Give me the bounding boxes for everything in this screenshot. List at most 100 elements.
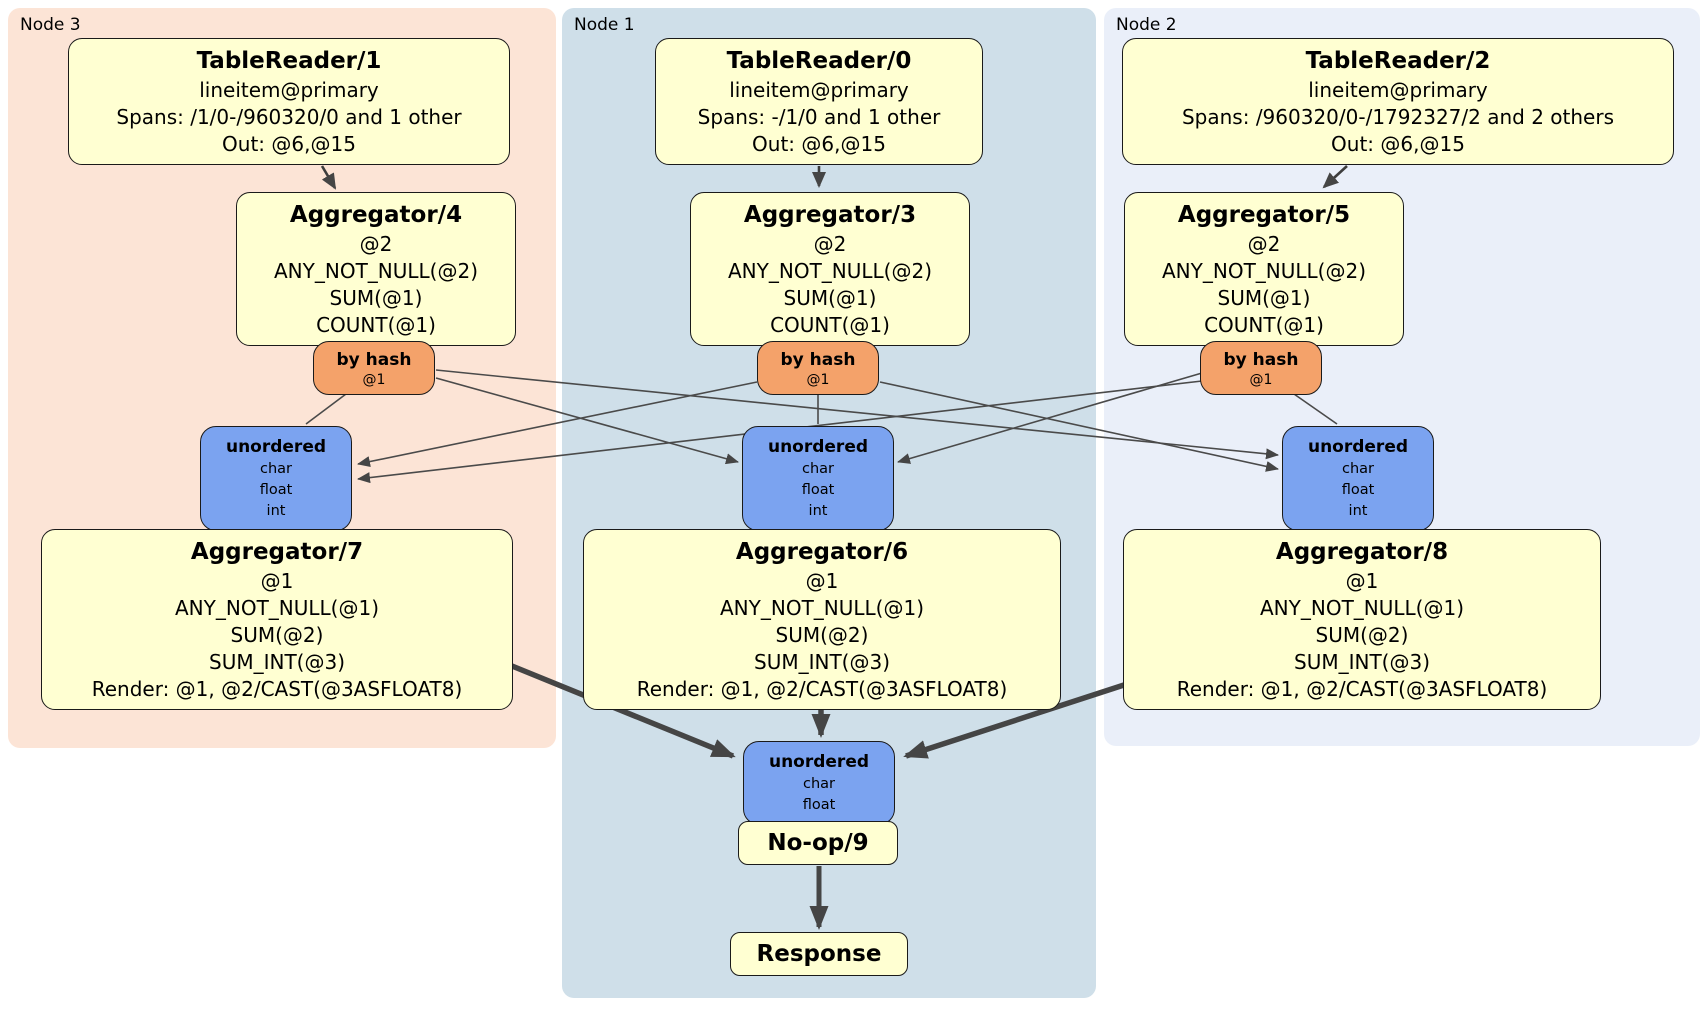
box-line: COUNT(@1) (770, 313, 890, 337)
box-title: Aggregator/8 (1275, 539, 1449, 565)
box-title: Aggregator/4 (289, 202, 463, 228)
box-line: lineitem@primary (729, 78, 909, 102)
router-title: by hash (336, 350, 412, 370)
edge-agg8-unordered-final (903, 681, 1128, 759)
sync-item: char (801, 461, 834, 477)
box-title: Aggregator/7 (190, 539, 364, 565)
router-title: by hash (780, 350, 856, 370)
noop-box: No-op/9 (738, 821, 898, 865)
box-line: SUM(@2) (775, 623, 869, 647)
aggregator-7-box: Aggregator/7 @1 ANY_NOT_NULL(@1) SUM(@2)… (41, 529, 513, 710)
edge-byhash1-unordered2 (879, 381, 1279, 472)
box-line: Spans: /1/0-/960320/0 and 1 other (116, 105, 462, 129)
sync-item: int (808, 503, 828, 519)
sync-title: unordered (768, 752, 870, 772)
sync-item: float (801, 482, 835, 498)
sync-item: float (802, 797, 836, 813)
box-line: SUM(@1) (1217, 286, 1311, 310)
sync-title: unordered (225, 437, 327, 457)
box-line: SUM_INT(@3) (209, 650, 345, 674)
box-line: SUM(@1) (329, 286, 423, 310)
edge-byhash3-unordered1 (435, 377, 739, 465)
box-line: ANY_NOT_NULL(@2) (728, 259, 932, 283)
byhash-router-node2: by hash @1 (1200, 341, 1322, 395)
box-title: Aggregator/6 (735, 539, 909, 565)
edge-byhash3-unordered3 (305, 393, 347, 425)
box-title: TableReader/0 (726, 48, 912, 74)
box-line: ANY_NOT_NULL(@2) (274, 259, 478, 283)
box-line: @2 (813, 232, 847, 256)
box-title: Aggregator/3 (743, 202, 917, 228)
tablereader-0-box: TableReader/0 lineitem@primary Spans: -/… (655, 38, 983, 165)
node1-label: Node 1 (574, 15, 635, 35)
sync-title: unordered (1307, 437, 1409, 457)
box-line: COUNT(@1) (316, 313, 436, 337)
box-line: Out: @6,@15 (222, 132, 356, 156)
box-line: @1 (805, 569, 839, 593)
byhash-router-node3: by hash @1 (313, 341, 435, 395)
sync-item: char (259, 461, 292, 477)
box-line: ANY_NOT_NULL(@1) (1260, 596, 1464, 620)
aggregator-8-box: Aggregator/8 @1 ANY_NOT_NULL(@1) SUM(@2)… (1123, 529, 1601, 710)
unordered-sync-node3: unordered char float int (200, 426, 352, 531)
unordered-sync-final: unordered char float (743, 741, 895, 825)
unordered-sync-node1: unordered char float int (742, 426, 894, 531)
edge-byhash1-unordered3 (357, 381, 758, 467)
tablereader-1-box: TableReader/1 lineitem@primary Spans: /1… (68, 38, 510, 165)
box-line: @2 (359, 232, 393, 256)
box-line: SUM_INT(@3) (1294, 650, 1430, 674)
node2-label: Node 2 (1116, 15, 1177, 35)
aggregator-3-box: Aggregator/3 @2 ANY_NOT_NULL(@2) SUM(@1)… (690, 192, 970, 346)
box-line: @2 (1247, 232, 1281, 256)
box-title: No-op/9 (767, 830, 869, 856)
sync-item: char (1341, 461, 1374, 477)
box-line: lineitem@primary (199, 78, 379, 102)
box-title: Aggregator/5 (1177, 202, 1351, 228)
box-line: Spans: /960320/0-/1792327/2 and 2 others (1181, 105, 1614, 129)
box-line: lineitem@primary (1308, 78, 1488, 102)
box-line: Spans: -/1/0 and 1 other (697, 105, 941, 129)
router-key: @1 (806, 372, 830, 388)
aggregator-4-box: Aggregator/4 @2 ANY_NOT_NULL(@2) SUM(@1)… (236, 192, 516, 346)
box-line: ANY_NOT_NULL(@1) (175, 596, 379, 620)
box-line: SUM_INT(@3) (754, 650, 890, 674)
edge-byhash2-unordered2 (1293, 393, 1338, 425)
edge-tr1-agg4 (320, 165, 337, 190)
box-line: @1 (1345, 569, 1379, 593)
box-line: Render: @1, @2/CAST(@3ASFLOAT8) (636, 677, 1008, 701)
sync-item: float (1341, 482, 1375, 498)
box-line: SUM(@1) (783, 286, 877, 310)
tablereader-2-box: TableReader/2 lineitem@primary Spans: /9… (1122, 38, 1674, 165)
aggregator-6-box: Aggregator/6 @1 ANY_NOT_NULL(@1) SUM(@2)… (583, 529, 1061, 710)
sync-item: int (266, 503, 286, 519)
box-line: Out: @6,@15 (1331, 132, 1465, 156)
sync-item: char (802, 776, 835, 792)
router-key: @1 (1249, 372, 1273, 388)
box-title: Response (756, 941, 882, 967)
box-line: ANY_NOT_NULL(@2) (1162, 259, 1366, 283)
box-title: TableReader/2 (1305, 48, 1491, 74)
unordered-sync-node2: unordered char float int (1282, 426, 1434, 531)
sync-item: float (259, 482, 293, 498)
box-line: Render: @1, @2/CAST(@3ASFLOAT8) (91, 677, 463, 701)
box-line: COUNT(@1) (1204, 313, 1324, 337)
box-line: @1 (260, 569, 294, 593)
box-title: TableReader/1 (196, 48, 382, 74)
byhash-router-node1: by hash @1 (757, 341, 879, 395)
router-key: @1 (362, 372, 386, 388)
box-line: ANY_NOT_NULL(@1) (720, 596, 924, 620)
node3-label: Node 3 (20, 15, 81, 35)
box-line: SUM(@2) (230, 623, 324, 647)
response-box: Response (730, 932, 908, 976)
edge-tr2-agg5 (1322, 165, 1348, 189)
edge-agg7-unordered-final (510, 663, 736, 759)
aggregator-5-box: Aggregator/5 @2 ANY_NOT_NULL(@2) SUM(@1)… (1124, 192, 1404, 346)
edge-byhash3-unordered2 (435, 369, 1279, 460)
sync-title: unordered (767, 437, 869, 457)
box-line: SUM(@2) (1315, 623, 1409, 647)
router-title: by hash (1223, 350, 1299, 370)
sync-item: int (1348, 503, 1368, 519)
box-line: Out: @6,@15 (752, 132, 886, 156)
edge-byhash2-unordered1 (897, 372, 1203, 464)
